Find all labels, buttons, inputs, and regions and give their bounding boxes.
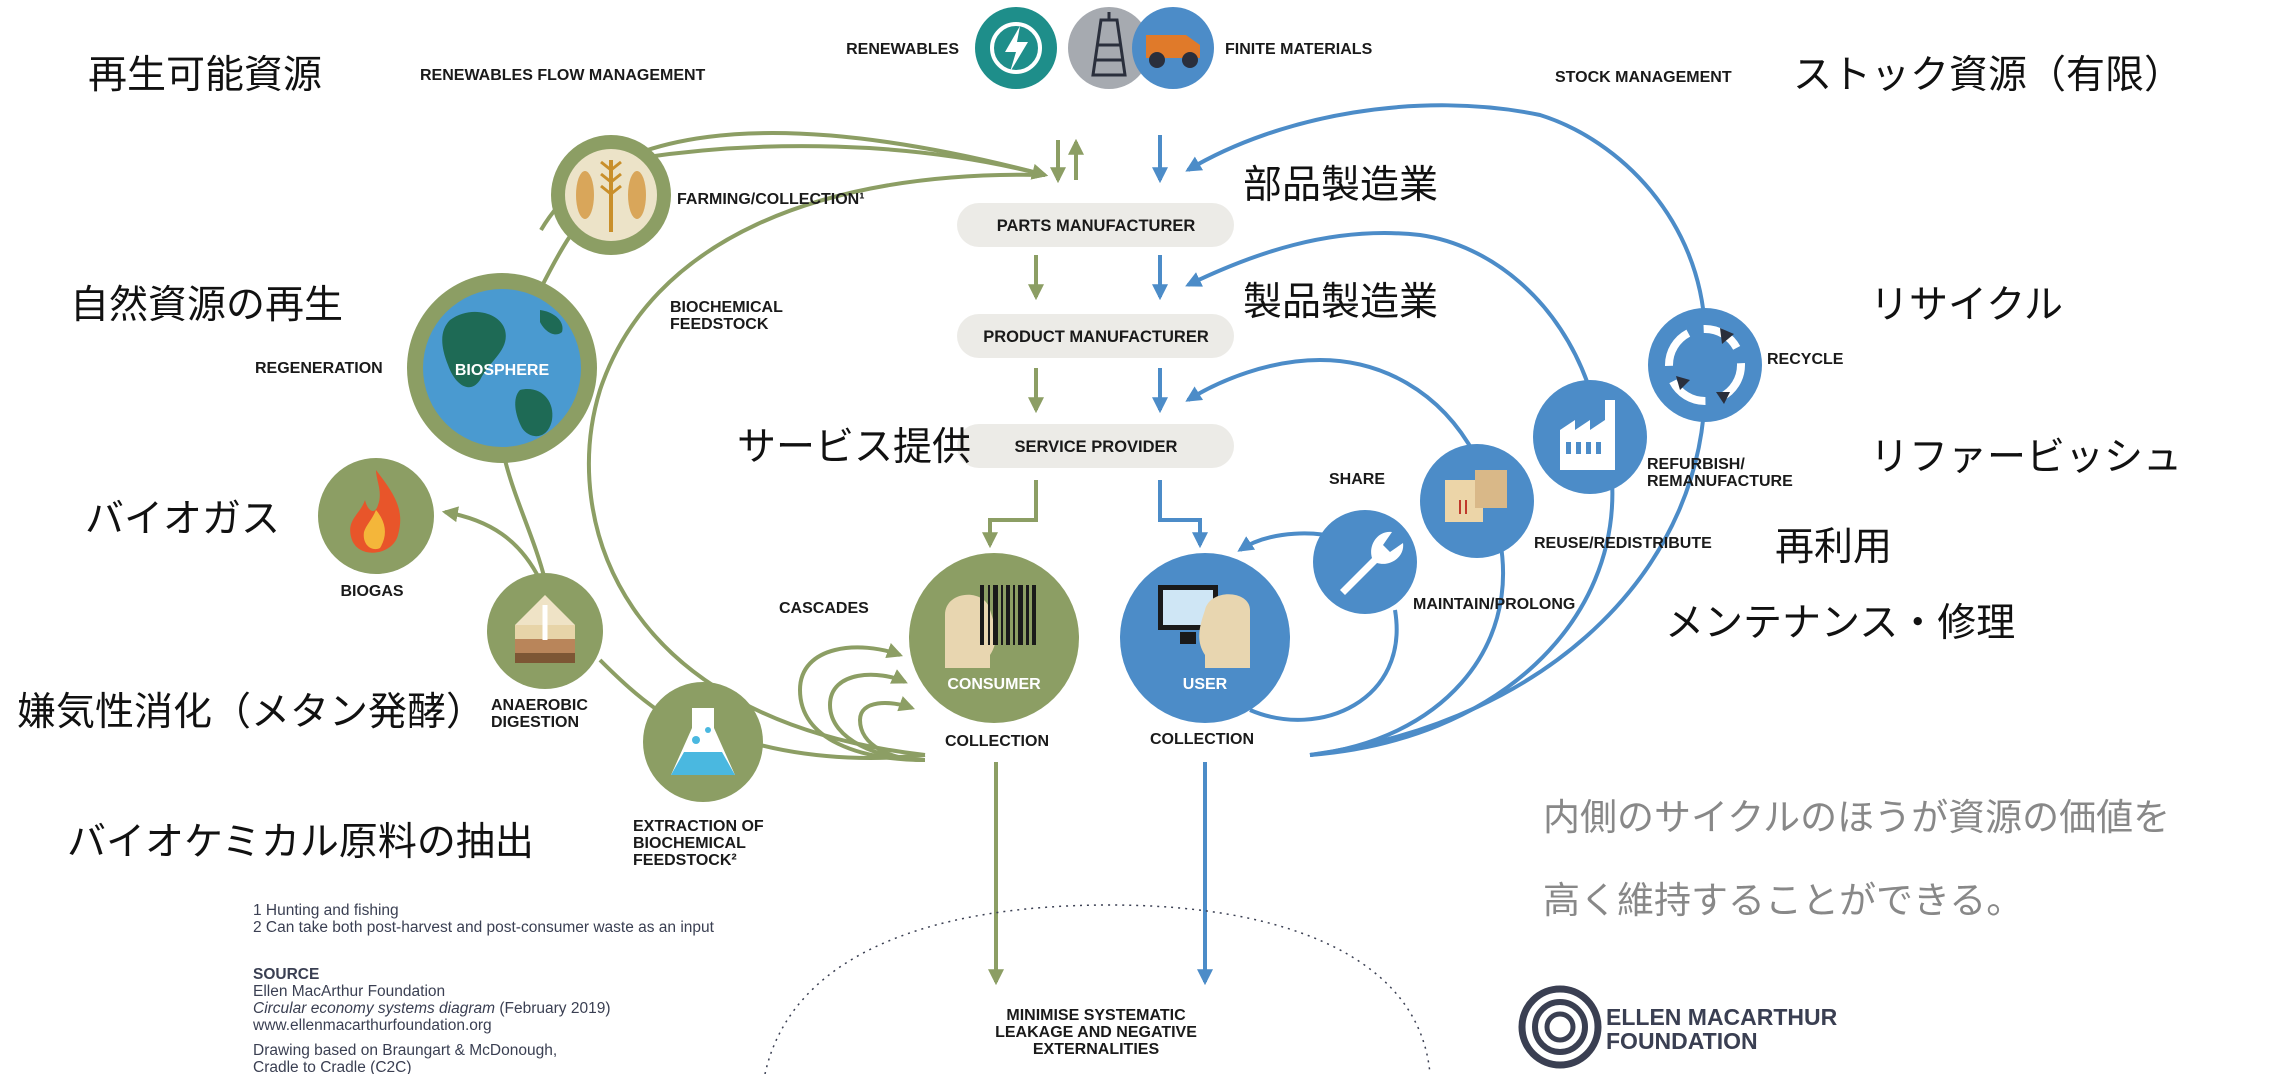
person-barcode-icon: CONSUMER [909, 553, 1079, 723]
mining-truck-icon [1132, 7, 1214, 89]
flow-farming-to-parts [639, 144, 1049, 180]
jp-maintenance: メンテナンス・修理 [1665, 602, 2015, 645]
loop-recycle [1185, 103, 1707, 331]
flow-anaerobic-to-biosphere [503, 459, 547, 581]
collection-right-label: COLLECTION [1150, 731, 1254, 748]
flow-to-biogas [441, 506, 542, 581]
finite-materials-label: FINITE MATERIALS [1225, 41, 1373, 58]
oil-rig-icon [1068, 7, 1150, 89]
green-flows [441, 131, 1084, 986]
factory-icon [1533, 380, 1647, 494]
jp-conclusion-line2: 高く維持することができる。 [1543, 880, 2023, 921]
stock-management-label: STOCK MANAGEMENT [1555, 69, 1732, 86]
collection-left-label: COLLECTION [945, 733, 1049, 750]
biochemical-feedstock-label-2: FEEDSTOCK [670, 316, 769, 333]
wrench-icon [1313, 510, 1417, 614]
refurbish-label-1: REFURBISH/ [1647, 456, 1745, 473]
cascade-2 [827, 669, 926, 762]
extraction-label-3: FEEDSTOCK² [633, 852, 737, 869]
flow-extraction [759, 743, 926, 760]
extraction-label-2: BIOCHEMICAL [633, 835, 746, 852]
wheat-fish-icon [551, 135, 671, 255]
jp-parts-manufacturing: 部品製造業 [1243, 164, 1438, 207]
jp-product-manufacturing: 製品製造業 [1243, 281, 1438, 324]
jp-stock-resources: ストック資源（有限） [1793, 54, 2183, 97]
cascade-3 [857, 696, 926, 762]
flow-service-to-consumer [982, 480, 1038, 549]
drawing-credit-1: Drawing based on Braungart & McDonough, [253, 1042, 557, 1059]
person-monitor-icon: USER [1120, 553, 1290, 723]
anaerobic-label-1: ANAEROBIC [491, 697, 588, 714]
extraction-label-1: EXTRACTION OF [633, 818, 764, 835]
service-provider-label: SERVICE PROVIDER [1015, 438, 1178, 456]
leakage-label-1: MINIMISE SYSTEMATIC [1006, 1007, 1186, 1024]
flask-icon [643, 682, 763, 802]
jp-anaerobic: 嫌気性消化（メタン発酵） [17, 691, 485, 734]
product-manufacturer-label: PRODUCT MANUFACTURER [983, 328, 1209, 346]
flow-service-to-user [1158, 480, 1208, 549]
product-manufacturer-box: PRODUCT MANUFACTURER [957, 314, 1234, 358]
footnote-1: 1 Hunting and fishing [253, 902, 399, 919]
source-heading: SOURCE [253, 966, 319, 983]
loop-refurbish [1185, 231, 1592, 391]
leakage-label-2: LEAKAGE AND NEGATIVE [995, 1024, 1197, 1041]
reuse-label: REUSE/REDISTRIBUTE [1534, 535, 1712, 552]
loop-reuse [1185, 357, 1477, 456]
jp-biochemical-extraction: バイオケミカル原料の抽出 [67, 821, 534, 864]
blue-flows [1152, 103, 1707, 986]
jp-reuse: 再利用 [1775, 526, 1892, 569]
parts-manufacturer-label: PARTS MANUFACTURER [997, 217, 1196, 235]
maintain-label: MAINTAIN/PROLONG [1413, 596, 1575, 613]
farming-label: FARMING/COLLECTION¹ [677, 191, 865, 208]
jp-natural-regeneration: 自然資源の再生 [70, 284, 343, 327]
regeneration-label: REGENERATION [255, 360, 383, 377]
biogas-label: BIOGAS [340, 583, 403, 600]
consumer-label: CONSUMER [947, 676, 1041, 693]
source-title-line: Circular economy systems diagram (Februa… [253, 1000, 611, 1017]
user-label: USER [1183, 676, 1228, 693]
flame-icon [318, 458, 434, 574]
globe-icon [407, 273, 597, 463]
footnote-2: 2 Can take both post-harvest and post-co… [253, 919, 715, 936]
renewables-flow-label: RENEWABLES FLOW MANAGEMENT [420, 67, 706, 84]
source-title: Circular economy systems diagram [253, 1000, 495, 1017]
footnotes: 1 Hunting and fishing 2 Can take both po… [252, 902, 715, 1076]
refurbish-label-2: REMANUFACTURE [1647, 473, 1793, 490]
recycle-label: RECYCLE [1767, 351, 1844, 368]
boxes-icon [1420, 444, 1534, 558]
source-url: www.ellenmacarthurfoundation.org [252, 1017, 492, 1034]
leakage-dotted-arc [764, 904, 1431, 1075]
recycle-icon [1648, 308, 1762, 422]
biosphere-label: BIOSPHERE [455, 362, 550, 379]
biochemical-feedstock-label-1: BIOCHEMICAL [670, 299, 783, 316]
source-date: (February 2019) [495, 1000, 610, 1017]
emf-logo-icon [1518, 985, 1602, 1069]
source-org: Ellen MacArthur Foundation [253, 983, 445, 1000]
drawing-credit-2: Cradle to Cradle (C2C) [253, 1059, 412, 1074]
jp-biogas: バイオガス [85, 498, 280, 541]
parts-manufacturer-box: PARTS MANUFACTURER [957, 203, 1234, 247]
logo-line1: ELLEN MACARTHUR [1606, 1004, 1838, 1030]
leakage-label-3: EXTERNALITIES [1033, 1041, 1160, 1058]
jp-conclusion-line1: 内側のサイクルのほうが資源の価値を [1543, 797, 2170, 838]
logo-line2: FOUNDATION [1606, 1028, 1758, 1054]
cascades-label: CASCADES [779, 600, 869, 617]
renewables-label: RENEWABLES [846, 41, 959, 58]
jp-refurbish: リファービッシュ [1870, 436, 2182, 479]
jp-renewable-resources: 再生可能資源 [88, 54, 322, 97]
jp-service-provision: サービス提供 [737, 426, 971, 469]
anaerobic-label-2: DIGESTION [491, 714, 579, 731]
soil-layers-icon [487, 573, 603, 689]
jp-recycle: リサイクル [1870, 284, 2063, 327]
service-provider-box: SERVICE PROVIDER [957, 424, 1234, 468]
renewable-energy-icon [975, 7, 1057, 89]
cascade-1 [797, 643, 926, 762]
share-label: SHARE [1329, 471, 1385, 488]
